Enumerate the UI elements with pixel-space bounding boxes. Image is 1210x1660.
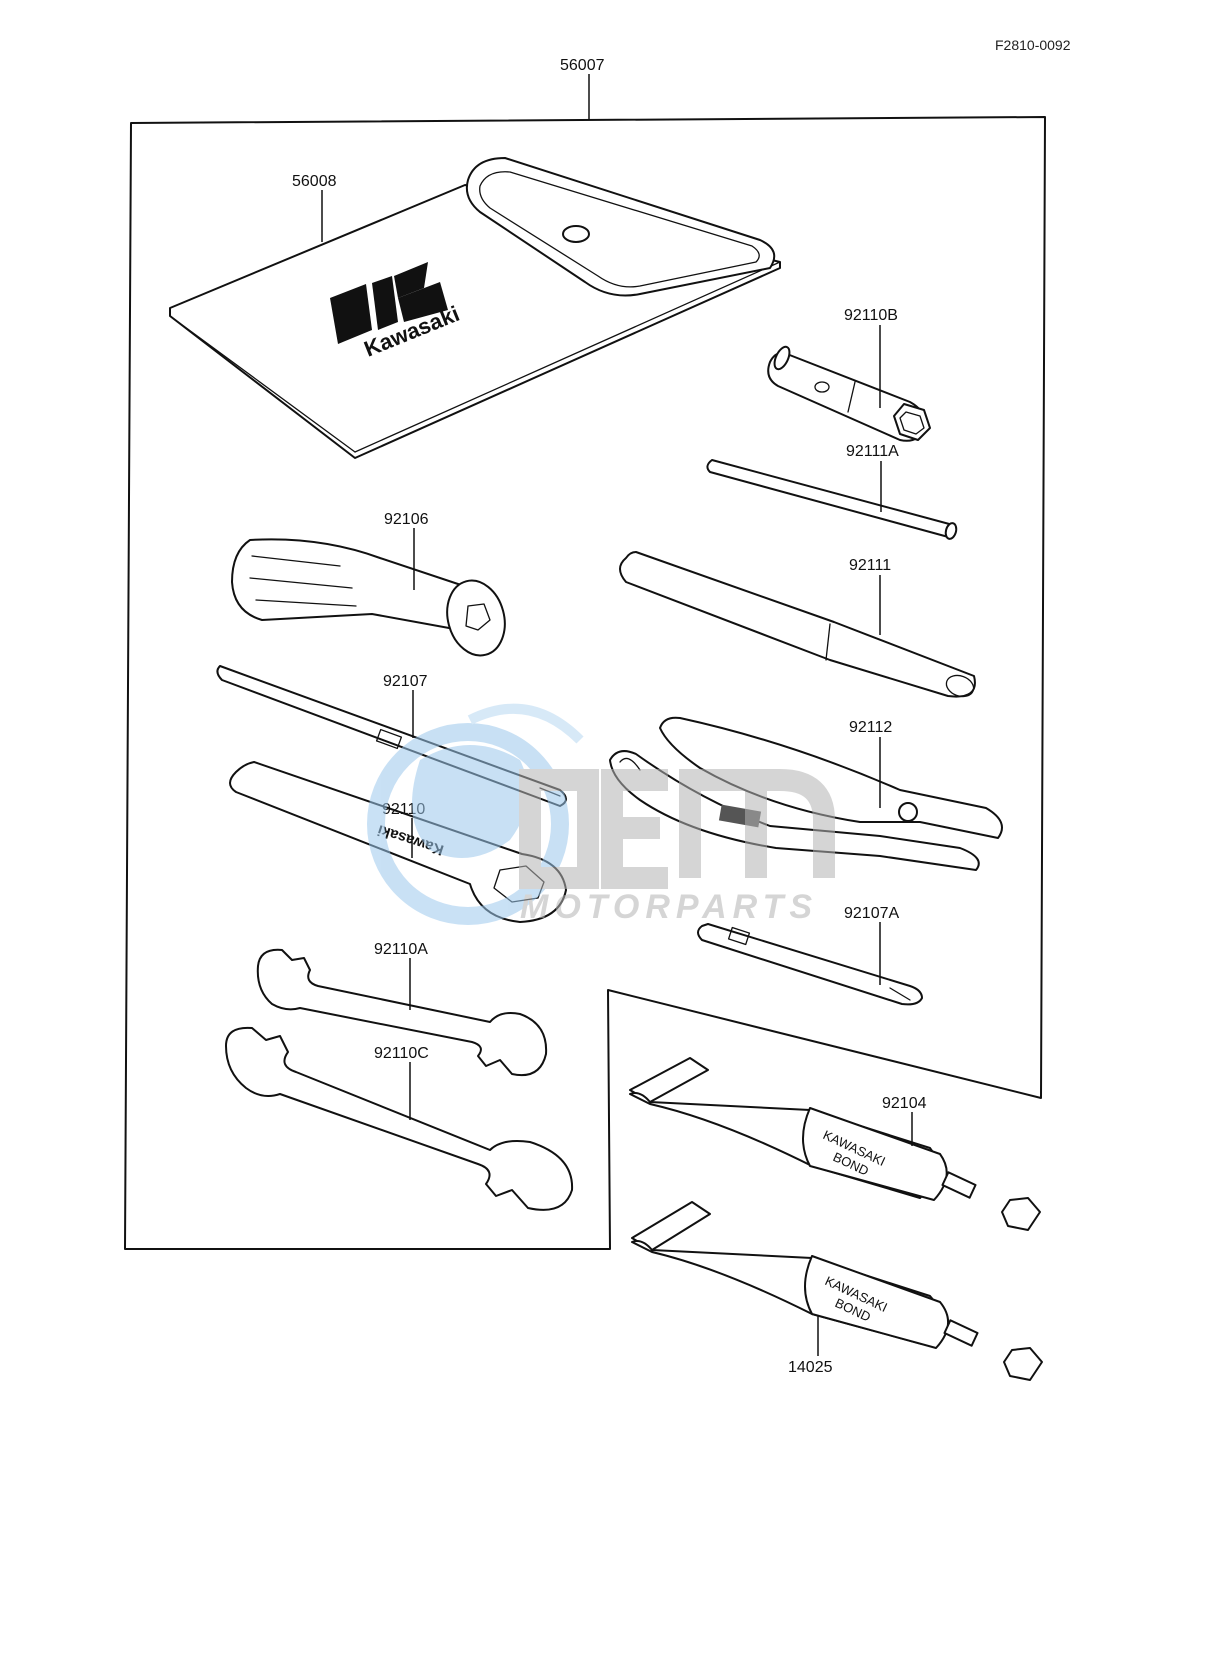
label-92104[interactable]: 92104 bbox=[882, 1095, 927, 1112]
label-92107[interactable]: 92107 bbox=[383, 673, 428, 690]
diagram-reference-code: F2810-0092 bbox=[995, 37, 1071, 53]
watermark-subtitle: MOTORPARTS bbox=[520, 888, 818, 926]
label-92112[interactable]: 92112 bbox=[849, 719, 892, 736]
label-92111[interactable]: 92111 bbox=[849, 557, 891, 574]
label-92107A[interactable]: 92107A bbox=[844, 905, 899, 922]
plug-wrench-92110B[interactable] bbox=[767, 345, 931, 442]
tool-pouch[interactable]: Kawasaki bbox=[169, 157, 781, 459]
pouch-snap-button bbox=[562, 225, 590, 243]
label-92106[interactable]: 92106 bbox=[384, 511, 429, 528]
globe-logo-icon bbox=[367, 703, 584, 925]
label-92110A[interactable]: 92110A bbox=[374, 941, 428, 958]
label-56008[interactable]: 56008 bbox=[292, 173, 337, 190]
pliers-92112[interactable] bbox=[609, 716, 1003, 871]
open-end-wrench-92110A[interactable] bbox=[256, 948, 548, 1076]
tommy-bar-92111A[interactable] bbox=[706, 459, 958, 540]
extension-handle-92111[interactable] bbox=[619, 551, 977, 700]
bond-tube-92104[interactable]: KAWASAKI BOND bbox=[629, 1057, 1041, 1231]
watermark-oem-letters bbox=[519, 769, 835, 889]
open-end-wrench-92110C[interactable] bbox=[225, 1026, 574, 1211]
label-92111A[interactable]: 92111A bbox=[846, 443, 899, 460]
kit-boundary-outline bbox=[124, 116, 1046, 1250]
label-14025[interactable]: 14025 bbox=[788, 1359, 833, 1376]
label-92110C[interactable]: 92110C bbox=[374, 1045, 429, 1062]
screwdriver-bit-92107A[interactable] bbox=[697, 923, 923, 1006]
oem-motorparts-watermark: MOTORPARTS bbox=[367, 703, 835, 926]
label-92110B[interactable]: 92110B bbox=[844, 307, 898, 324]
label-56007[interactable]: 56007 bbox=[560, 57, 605, 74]
bond-tube-14025[interactable]: KAWASAKI BOND bbox=[631, 1201, 1043, 1381]
screwdriver-handle-92106[interactable] bbox=[231, 538, 513, 662]
